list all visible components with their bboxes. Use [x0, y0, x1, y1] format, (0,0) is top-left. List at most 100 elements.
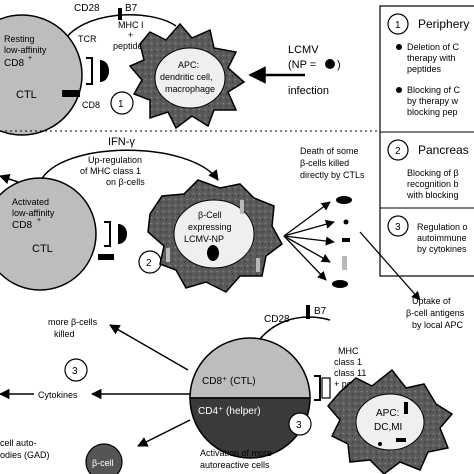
fragment-5 — [332, 280, 348, 288]
autoantibodies-line2: odies (GAD) — [0, 450, 50, 460]
legend-2-l3: with blocking — [406, 190, 459, 200]
step-3-number-bottom: 3 — [296, 420, 302, 431]
resting-line1: Resting — [4, 34, 35, 44]
apc-bottom-line1: APC: — [376, 408, 399, 419]
lcmv-line2: (NP = — [288, 59, 316, 71]
np-antigen-intracellular — [207, 245, 219, 261]
upregulation-line1: Up-regulation — [88, 155, 142, 165]
legend-2-title: Pancreas — [418, 143, 469, 157]
more-beta-line1: more β-cells — [48, 317, 98, 327]
death-line3: directly by CTLs — [300, 170, 365, 180]
central-cell-helper-label: CD4⁺ (helper) — [198, 406, 261, 417]
legend-1-title: Periphery — [418, 17, 469, 31]
activation-line2: autoreactive cells — [200, 460, 270, 470]
cd8-coreceptor-top — [62, 90, 80, 97]
lcmv-line2b: ) — [337, 59, 341, 71]
legend-1-b2-l3: blocking pep — [407, 107, 458, 117]
resting-ctl-label: CTL — [16, 89, 37, 101]
legend-3-l3: by cytokines — [417, 244, 467, 254]
legend-2-l1: Blocking of β — [407, 168, 459, 178]
beta-cell-line2: expressing — [188, 222, 232, 232]
b7-label-bottom: B7 — [314, 306, 327, 317]
resting-ctl-cell — [0, 14, 83, 136]
ifn-label: IFN-γ — [108, 136, 135, 148]
legend-1-b2-l2: by therapy w — [407, 96, 459, 106]
step-2-number: 2 — [146, 258, 152, 269]
legend-3-circle — [387, 215, 409, 237]
beta-cell-nucleus — [173, 199, 255, 269]
upregulation-line3: on β-cells — [106, 177, 145, 187]
mhc-top-line3: peptide — [113, 41, 143, 51]
legend-1-bullet-a — [396, 44, 402, 50]
cd8-label: CD8 — [82, 100, 100, 110]
activated-ctl-label: CTL — [32, 243, 53, 255]
legend-1-b1-l1: Deletion of C — [407, 42, 460, 52]
mhc-bottom-line3: class 11 — [334, 368, 366, 378]
tcr-receptor-bottom — [314, 375, 321, 401]
cd28-label-top: CD28 — [74, 3, 100, 14]
legend-1-b2-l1: Blocking of C — [407, 85, 461, 95]
small-beta-cell-label: β-cell — [92, 458, 114, 468]
beta-cell-line3: LCMV-NP — [184, 234, 224, 244]
legend-3-number: 3 — [395, 222, 401, 233]
cd8-coreceptor-mid — [98, 254, 114, 260]
death-arrow-5 — [283, 235, 327, 281]
uptake-line3: by local APC — [412, 320, 464, 330]
death-line2: β-cells killed — [300, 158, 349, 168]
apc-bottom-granule-2 — [396, 438, 406, 442]
antibody-arrow — [137, 419, 191, 447]
step-1-circle-top — [110, 91, 134, 115]
death-arrow-1 — [283, 201, 331, 237]
death-arrow-4 — [283, 235, 331, 263]
step-3-circle-left — [64, 358, 88, 382]
legend-1-circle — [387, 13, 409, 35]
legend-2-circle — [387, 139, 409, 161]
activated-line2: low-affinity — [12, 208, 55, 218]
mhc-molecule-top — [100, 60, 109, 82]
kill-arrow — [109, 324, 189, 371]
legend-1-b1-l3: peptides — [407, 64, 442, 74]
activated-ctl-cell — [0, 177, 97, 291]
mhc-bottom-line4: + pep — [334, 379, 357, 389]
upregulation-line2: of MHC class 1 — [80, 166, 141, 176]
step-3-number-left: 3 — [72, 366, 78, 377]
cd28-label-bottom: CD28 — [264, 314, 290, 325]
fragment-4 — [342, 256, 347, 270]
step-3-circle-bottom — [288, 412, 312, 436]
legend-2-number: 2 — [395, 146, 401, 157]
resting-line2: low-affinity — [4, 45, 47, 55]
b7-label-top: B7 — [125, 3, 138, 14]
apc-top-line2: dendritic cell, — [160, 72, 213, 82]
resting-sup: + — [28, 55, 32, 62]
activated-line3: CD8 — [12, 220, 32, 231]
fragment-1 — [336, 196, 352, 204]
resting-line3: CD8 — [4, 58, 24, 69]
fragment-3 — [342, 238, 350, 242]
np-antigen-symbol — [325, 59, 335, 69]
mhc-molecule-mid — [118, 224, 127, 244]
legend-1-b1-l2: therapy with — [407, 53, 456, 63]
uptake-line1: Uptake of — [412, 296, 451, 306]
apc-top-line1: APC: — [178, 60, 199, 70]
legend-3-l2: autoimmune — [417, 233, 467, 243]
activated-sup: + — [37, 217, 41, 224]
cytokines-label: Cytokines — [38, 390, 78, 400]
b7-receptor-top — [118, 8, 122, 20]
mhc-molecule-bottom — [321, 377, 331, 399]
central-cell-ctl-label: CD8⁺ (CTL) — [202, 376, 256, 387]
central-cell-ctl-half — [189, 337, 311, 399]
mhc-bar-3 — [256, 258, 260, 272]
activation-line1: Activation of more — [200, 448, 272, 458]
legend-2-l2: recognition b — [407, 179, 459, 189]
small-beta-cell — [85, 443, 123, 474]
apc-bottom-granule-1 — [404, 402, 408, 414]
apc-top-nucleus — [154, 47, 226, 109]
ifn-arc — [39, 149, 219, 183]
mhc-top-line1: MHC I — [118, 20, 144, 30]
tcr-receptor-mid — [104, 221, 111, 247]
apc-top-line3: macrophage — [165, 84, 215, 94]
activated-line1: Activated — [12, 197, 49, 207]
death-line1: Death of some — [300, 146, 359, 156]
